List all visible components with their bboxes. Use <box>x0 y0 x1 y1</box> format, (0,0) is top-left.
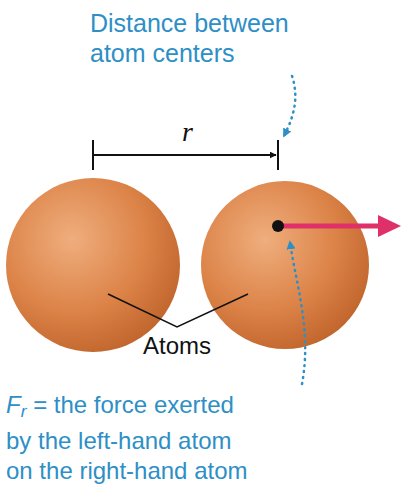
leader-line <box>284 76 295 136</box>
leader-line <box>290 242 305 384</box>
part-label: Atoms <box>143 332 211 360</box>
callout-text: = the force exerted by the left-hand ato… <box>6 391 248 484</box>
force-callout: Fr= the force exerted by the left-hand a… <box>6 390 262 486</box>
force-subscript: r <box>21 401 27 421</box>
atoms-bracket <box>108 294 248 327</box>
callout-text: Distance between atom centers <box>90 8 315 68</box>
force-arrow <box>272 215 401 237</box>
atom-circle <box>201 181 369 349</box>
force-symbol: F <box>6 391 21 418</box>
dimension-label: r <box>182 116 193 148</box>
atom-circle <box>6 178 180 352</box>
